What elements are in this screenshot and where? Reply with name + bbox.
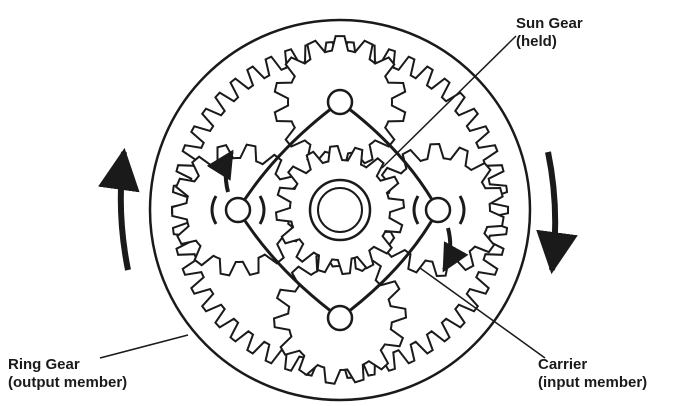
- carrier-pin-right: [426, 198, 450, 222]
- rotation-arrow-icon: [121, 152, 128, 270]
- ring-gear-label: Ring Gear (output member): [8, 356, 127, 392]
- carrier-pin-top: [328, 90, 352, 114]
- carrier-pin-left: [226, 198, 250, 222]
- carrier-pin-bottom: [328, 306, 352, 330]
- ring-gear-label-line2: (output member): [8, 374, 127, 392]
- carrier-label-line1: Carrier: [538, 356, 647, 374]
- sun-gear-label-line2: (held): [516, 33, 583, 51]
- rotation-arrow-icon: [548, 152, 555, 270]
- carrier-label: Carrier (input member): [538, 356, 647, 392]
- sun-gear-label: Sun Gear (held): [516, 15, 583, 51]
- ring-gear-label-line1: Ring Gear: [8, 356, 127, 374]
- sun-gear-label-line1: Sun Gear: [516, 15, 583, 33]
- ring-gear-leader-line: [100, 335, 188, 358]
- carrier-label-line2: (input member): [538, 374, 647, 392]
- sun-gear-hub-inner: [318, 188, 362, 232]
